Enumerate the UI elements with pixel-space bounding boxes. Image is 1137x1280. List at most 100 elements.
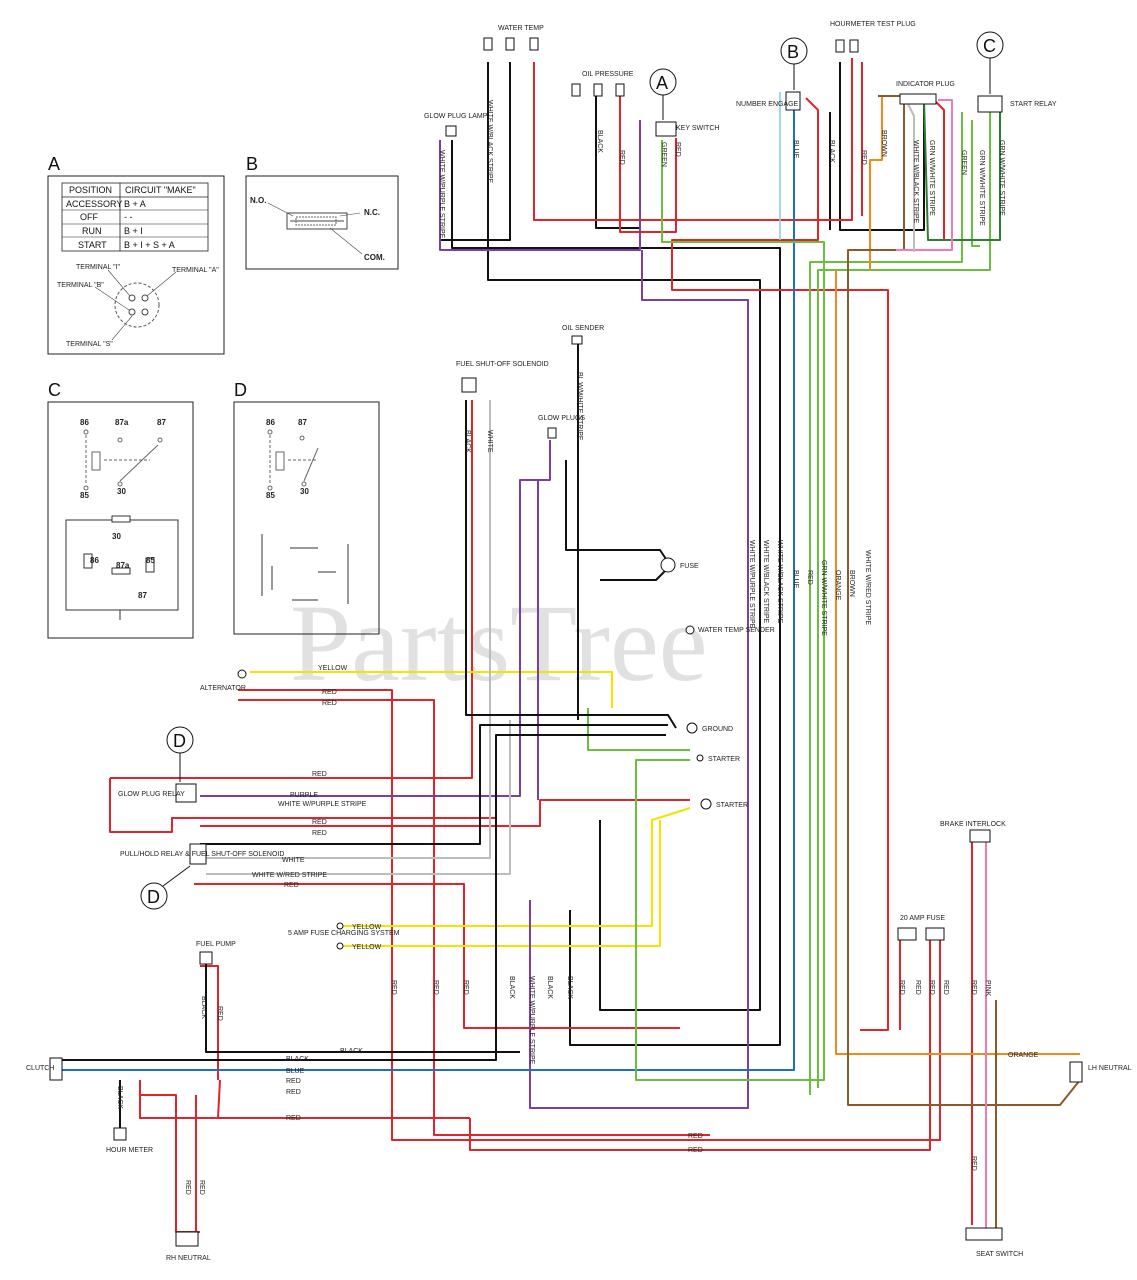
clutch-symbol bbox=[49, 1057, 63, 1081]
wire-label: RED bbox=[970, 1156, 977, 1171]
wire-red bbox=[140, 1094, 200, 1233]
wire-orange bbox=[835, 270, 1080, 1055]
wire-label: YELLOW bbox=[318, 665, 348, 672]
pin-label: 30 bbox=[300, 487, 309, 496]
wire-label: BLACK bbox=[546, 976, 553, 999]
wire-label: BLUE bbox=[286, 1068, 305, 1075]
no-label: N.O. bbox=[250, 196, 266, 205]
table-cell: B + I bbox=[124, 226, 143, 236]
nc-label: N.C. bbox=[364, 208, 380, 217]
wire-label: GRN W/WHITE STRIPE bbox=[978, 150, 985, 226]
wire-red bbox=[469, 940, 931, 1151]
wire-label: PINK bbox=[984, 980, 991, 997]
wire-red bbox=[200, 965, 219, 1080]
wire-label: BROWN bbox=[848, 570, 855, 597]
oil-pressure-connector bbox=[593, 83, 603, 97]
wire-label: WHITE bbox=[486, 430, 493, 453]
pin-label: 85 bbox=[80, 491, 89, 500]
wire-label: GREEN bbox=[960, 150, 967, 175]
inset-b-letter: B bbox=[246, 154, 258, 174]
starter-symbol bbox=[696, 754, 704, 762]
oil-sender-symbol bbox=[571, 335, 583, 345]
wire-label: GREEN bbox=[660, 142, 667, 167]
watermark: PartsTree bbox=[290, 582, 708, 704]
water-temp-sender-symbol bbox=[685, 625, 695, 635]
inset-c: C 86 87a 87 85 30 30 86 85 87a 87 bbox=[47, 380, 194, 639]
wire-brown bbox=[847, 95, 1081, 1106]
key-switch-symbol bbox=[655, 121, 677, 137]
wire-black bbox=[439, 62, 511, 241]
component-label: HOURMETER TEST PLUG bbox=[830, 21, 916, 28]
component-labels: WATER TEMP OIL PRESSURE GLOW PLUG LAMP K… bbox=[26, 21, 1132, 1262]
wire-black bbox=[451, 140, 781, 1046]
wire-white bbox=[206, 720, 511, 875]
relay-c-base: 30 86 85 87a 87 bbox=[65, 515, 179, 620]
callout-label: A bbox=[656, 73, 668, 93]
wire-label: ORANGE bbox=[1008, 1052, 1039, 1059]
wire-black bbox=[565, 460, 671, 566]
wire-label: RED bbox=[312, 771, 327, 778]
water-temp-connector bbox=[505, 37, 515, 51]
wire-purple bbox=[439, 120, 641, 251]
wire-label: WHITE W/RED STRIPE bbox=[864, 550, 871, 625]
table-header: CIRCUIT "MAKE" bbox=[125, 185, 196, 195]
wire-label: WHITE W/PURPLE STRIPE bbox=[748, 540, 755, 629]
glow-plugs-symbol bbox=[547, 427, 557, 439]
wire-purple bbox=[529, 250, 749, 1109]
wire-label: RED bbox=[432, 980, 439, 995]
water-temp-connector bbox=[529, 37, 539, 51]
wire-green bbox=[635, 140, 825, 1081]
wire-label: RED bbox=[806, 570, 813, 585]
wire-label: RED bbox=[312, 830, 327, 837]
wire-label: RED bbox=[184, 1180, 191, 1195]
wire-label: RED bbox=[942, 980, 949, 995]
wire-black bbox=[465, 400, 677, 729]
indicator-plug-symbol bbox=[899, 93, 937, 105]
component-label: FUEL SHUT-OFF SOLENOID bbox=[456, 361, 549, 368]
inset-c-letter: C bbox=[48, 380, 61, 400]
seat-switch-symbol bbox=[965, 1227, 1003, 1241]
wire-label: BLACK bbox=[340, 1048, 363, 1055]
fuel-solenoid-symbol bbox=[461, 377, 477, 393]
glow-plug-lamp-symbol bbox=[445, 125, 457, 137]
wire-label: WHITE W/BLACK STRIPE bbox=[912, 140, 919, 224]
wire-black bbox=[200, 724, 668, 845]
wire-red bbox=[238, 689, 941, 1141]
component-label: WATER TEMP bbox=[498, 25, 544, 32]
component-label: START RELAY bbox=[1010, 101, 1057, 108]
wire-label: RED bbox=[618, 150, 625, 165]
wire-label: GRN W/WHITE STRIPE bbox=[928, 140, 935, 216]
wire-label: RED bbox=[674, 142, 681, 157]
inset-d-letter: D bbox=[234, 380, 247, 400]
wire-black bbox=[60, 734, 666, 1061]
wire-label: WHITE W/PURPLE STRIPE bbox=[278, 801, 367, 808]
wire-purple bbox=[200, 440, 551, 797]
terminal-label: TERMINAL "S" bbox=[66, 341, 113, 348]
component-label: ALTERNATOR bbox=[200, 685, 246, 692]
component-label: PULL/HOLD RELAY & FUEL SHUT-OFF SOLENOID bbox=[120, 851, 284, 858]
wire-black bbox=[839, 62, 925, 231]
wire-label: WHITE W/BLACK STRIPE bbox=[762, 540, 769, 624]
switch-symbol bbox=[267, 202, 363, 255]
component-label: HOUR METER bbox=[106, 1147, 153, 1154]
inset-d: D 86 87 85 30 bbox=[233, 380, 380, 635]
component-label: WATER TEMP SENDER bbox=[698, 627, 775, 634]
relay-d-coil bbox=[267, 429, 319, 491]
pin-label: 85 bbox=[266, 491, 275, 500]
pin-label: 87 bbox=[298, 418, 307, 427]
table-cell: B + I + S + A bbox=[124, 240, 175, 250]
callout-label: D bbox=[147, 887, 160, 907]
wire-white bbox=[905, 99, 915, 252]
wire-label: BLACK bbox=[286, 1056, 309, 1063]
table-cell: ACCESSORY bbox=[66, 199, 122, 209]
inset-b: B N.O. N.C. COM. bbox=[245, 154, 399, 270]
component-label: NUMBER ENGAGE bbox=[736, 101, 799, 108]
wire-label: RED bbox=[286, 1089, 301, 1096]
glow-plug-relay-symbol bbox=[175, 783, 197, 803]
component-label: GROUND bbox=[702, 726, 733, 733]
callout-label: B bbox=[787, 42, 799, 62]
fuse-holder-symbol bbox=[336, 922, 344, 930]
component-label: STARTER bbox=[708, 756, 740, 763]
wire-label: WHITE W/PURPLE STRIPE bbox=[528, 976, 535, 1065]
